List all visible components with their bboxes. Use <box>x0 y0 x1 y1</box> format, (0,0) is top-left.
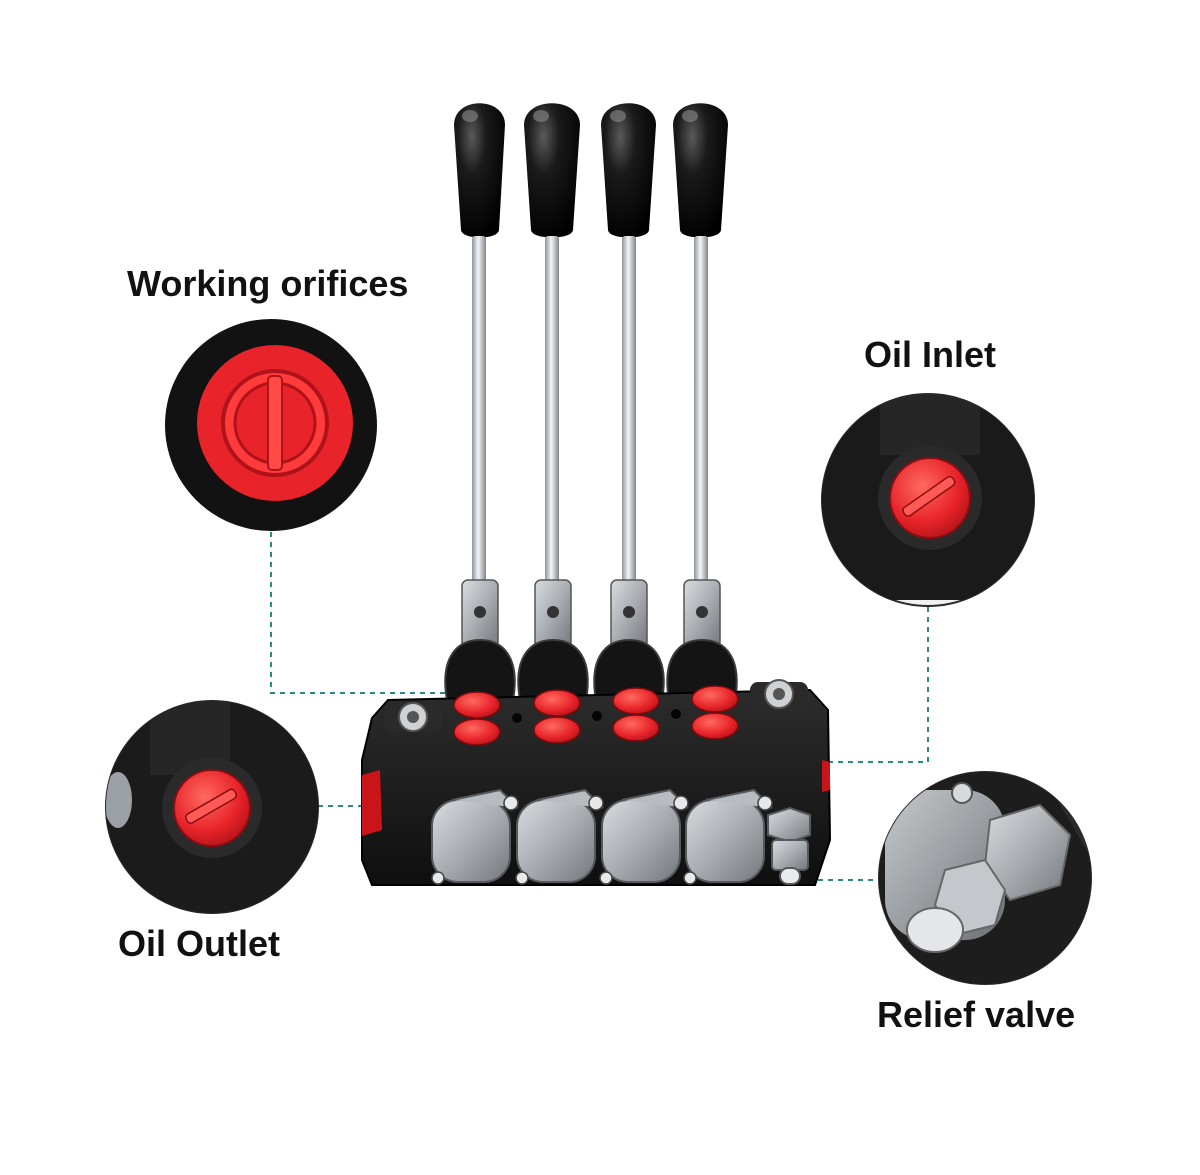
oil-inlet-label: Oil Inlet <box>864 334 997 375</box>
red-port-plugs <box>453 685 739 746</box>
oil-outlet-callout <box>105 700 319 914</box>
hydraulic-valve <box>361 103 832 886</box>
oil-inlet-callout <box>821 393 1035 607</box>
rubber-boots <box>444 638 738 701</box>
lever-rods <box>472 236 708 586</box>
relief-valve-label: Relief valve <box>877 994 1076 1035</box>
relief-valve-fitting <box>767 806 811 885</box>
relief-valve-callout <box>878 771 1092 985</box>
working-orifices-callout <box>165 319 377 531</box>
lever-clevis <box>461 579 721 649</box>
spool-caps <box>431 788 773 885</box>
working-orifices-label: Working orifices <box>127 263 409 304</box>
leader-lines <box>270 532 929 881</box>
lever-knobs <box>454 103 728 238</box>
oil-outlet-label: Oil Outlet <box>118 923 280 964</box>
